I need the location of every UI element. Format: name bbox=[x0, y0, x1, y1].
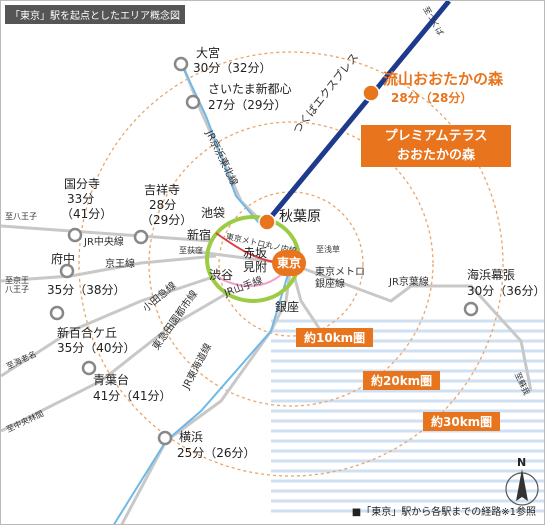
station-nagareyama-marker bbox=[362, 84, 380, 102]
station-omiya-time: 30分（32分） bbox=[193, 61, 272, 75]
line-label-chuo: JR中央線 bbox=[84, 237, 124, 248]
tokaido-line bbox=[113, 263, 292, 524]
station-akasaka: 赤坂 見附 bbox=[243, 246, 268, 274]
compass-label: N bbox=[517, 456, 527, 469]
station-fuchu-time: 35分（38分） bbox=[47, 283, 126, 297]
station-makuhari-time: 30分（36分） bbox=[467, 284, 545, 298]
compass-needle bbox=[516, 469, 528, 501]
station-kichijoji-time2: （29分） bbox=[141, 213, 193, 227]
keihin-line bbox=[180, 62, 260, 224]
station-saitama-name: さいたま新都心 bbox=[208, 82, 292, 96]
station-omiya-name: 大宮 bbox=[196, 46, 221, 60]
station-kokubunji-time2: （41分） bbox=[61, 207, 113, 221]
dest-keio-hachioji: 至京王 八王子 bbox=[5, 276, 29, 295]
station-yokohama-time: 25分（26分） bbox=[177, 446, 256, 460]
odakyu-line-path bbox=[1, 274, 217, 378]
denen-line-path bbox=[1, 289, 232, 433]
property-badge: プレミアムテラス おおたかの森 bbox=[361, 125, 511, 167]
station-makuhari-marker bbox=[463, 301, 479, 317]
station-ikebukuro: 池袋 bbox=[201, 206, 226, 220]
station-fuchu-marker bbox=[59, 263, 75, 279]
line-label-keio: 京王線 bbox=[105, 259, 135, 270]
ring-badge-10km: 約10km圏 bbox=[296, 328, 374, 347]
station-kichijoji-time1: 28分 bbox=[149, 198, 177, 212]
station-tokyo: 東京 bbox=[272, 250, 306, 276]
station-shinyuri-time: 35分（40分） bbox=[57, 341, 136, 355]
station-shinjuku: 新宿 bbox=[187, 228, 212, 242]
station-shinyuri-name: 新百合ケ丘 bbox=[57, 326, 118, 340]
station-kokubunji-name: 国分寺 bbox=[64, 177, 101, 191]
bay-area bbox=[271, 319, 544, 513]
station-markers bbox=[49, 56, 479, 446]
dest-hachioji: 至八王子 bbox=[5, 212, 37, 221]
station-saitama-marker bbox=[185, 94, 201, 110]
station-omiya-marker bbox=[173, 56, 189, 72]
station-aobadai-name: 青葉台 bbox=[93, 373, 130, 387]
station-saitama-time: 27分（29分） bbox=[208, 98, 287, 112]
station-makuhari-name: 海浜幕張 bbox=[467, 268, 516, 282]
property-name: プレミアムテラス おおたかの森 bbox=[384, 129, 488, 163]
station-akihabara: 秋葉原 bbox=[279, 209, 321, 225]
station-kichijoji-name: 吉祥寺 bbox=[144, 183, 181, 197]
tokaido-path bbox=[120, 263, 293, 524]
station-aobadai-marker bbox=[81, 360, 97, 376]
keio-line-path bbox=[1, 254, 217, 283]
station-fuchu-name: 府中 bbox=[51, 252, 76, 266]
ring-badge-20km: 約20km圏 bbox=[363, 371, 441, 390]
station-kichijoji-marker bbox=[133, 229, 149, 245]
dest-asakusa: 至浅草 bbox=[316, 245, 340, 254]
station-yokohama-name: 横浜 bbox=[179, 430, 204, 444]
line-label-keiyo: JR京葉線 bbox=[389, 277, 429, 288]
keiyo-path bbox=[290, 262, 533, 392]
target-station-name: 流山おおたかの森 bbox=[383, 70, 504, 88]
target-station-time: 28分（28分） bbox=[391, 91, 473, 105]
station-shinyuri-marker bbox=[49, 305, 65, 321]
station-aobadai-time: 41分（41分） bbox=[93, 389, 172, 403]
station-kokubunji-marker bbox=[67, 227, 83, 243]
station-akihabara-marker bbox=[258, 213, 276, 231]
station-yokohama-marker bbox=[157, 430, 173, 446]
station-ginza: 銀座 bbox=[275, 300, 300, 314]
line-label-ginza: 東京メトロ 銀座線 bbox=[315, 267, 365, 290]
ring-20km bbox=[148, 121, 434, 407]
station-shibuya: 渋谷 bbox=[209, 268, 234, 282]
dest-ogikubo: 至荻窪 bbox=[179, 246, 203, 255]
map-title: 「東京」駅を起点としたエリア概念図 bbox=[5, 5, 185, 24]
ring-30km bbox=[78, 51, 504, 477]
map-footer: ■「東京」駅から各駅までの経路※1参照 bbox=[351, 507, 536, 518]
ring-badge-30km: 約30km圏 bbox=[423, 412, 501, 431]
station-kokubunji-time1: 33分 bbox=[67, 192, 95, 206]
tx-line bbox=[264, 1, 451, 225]
